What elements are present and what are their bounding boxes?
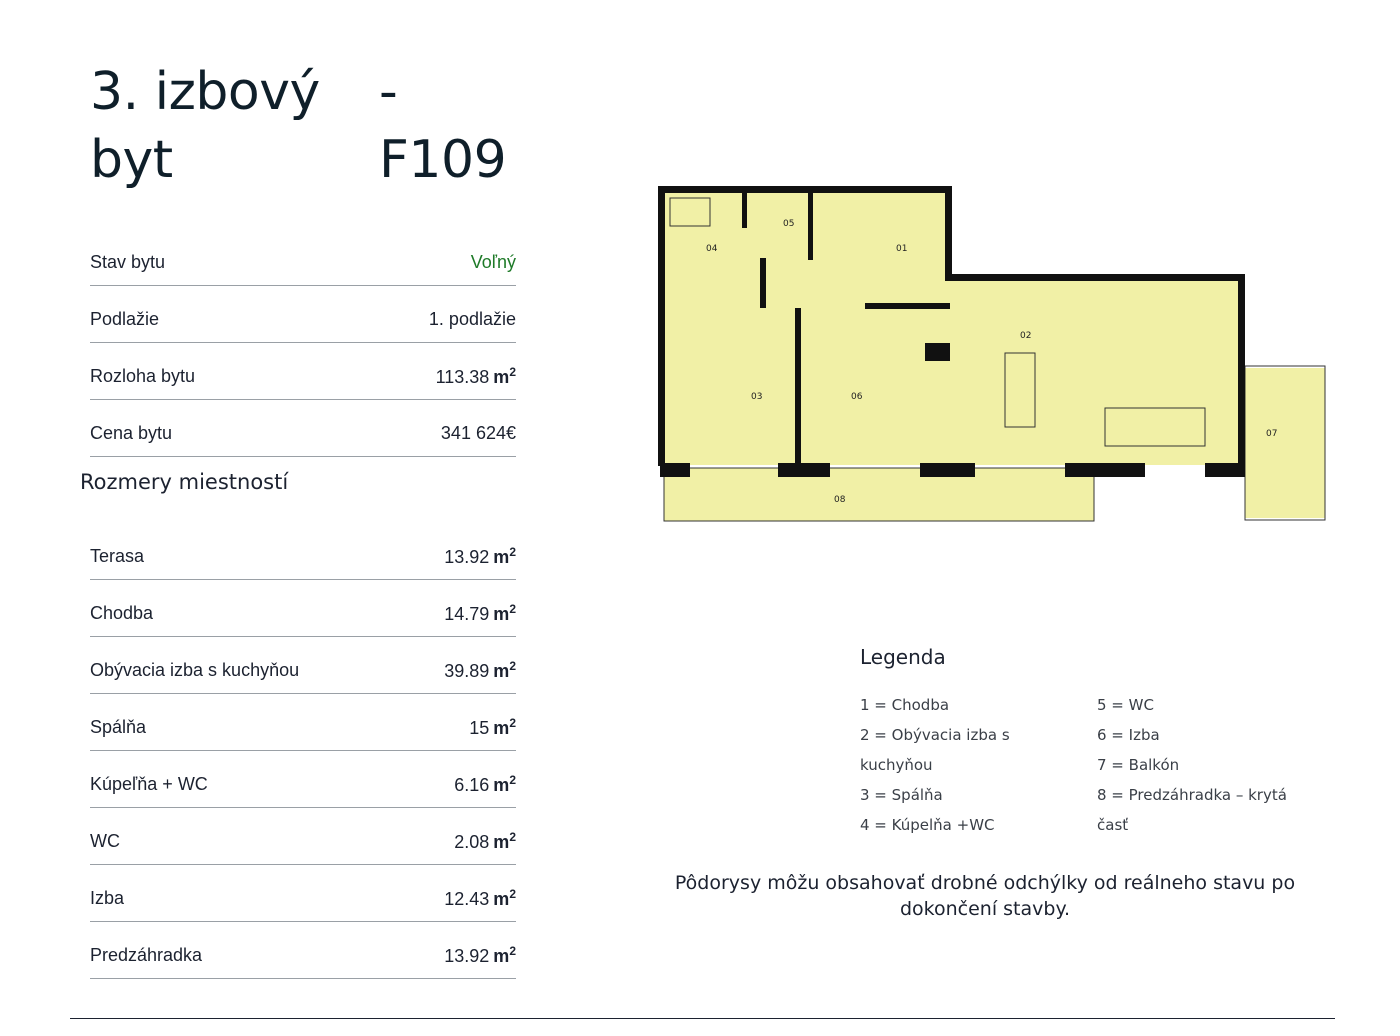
- legend-item: 2 = Obývacia izba s: [860, 726, 1010, 744]
- room-value: 13.92: [444, 946, 490, 966]
- legend-item: kuchyňou: [860, 756, 933, 774]
- room-label: WC: [90, 831, 120, 851]
- room-label: Kúpeľňa + WC: [90, 774, 208, 794]
- page-title: 3. izbový - byt F109: [90, 58, 530, 194]
- room-value: 6.16: [454, 775, 490, 795]
- room-label: Terasa: [90, 546, 145, 566]
- plan-label-08: 08: [834, 495, 846, 505]
- title-dash: -: [379, 62, 398, 122]
- area-unit: m2: [493, 545, 516, 567]
- plan-label-06: 06: [851, 392, 863, 402]
- legend-item: 1 = Chodba: [860, 696, 950, 714]
- legend-title: Legenda: [860, 645, 946, 669]
- legend-item: 7 = Balkón: [1097, 756, 1180, 774]
- info-value: 1. podlažie: [428, 309, 516, 329]
- disclaimer-note: Pôdorysy môžu obsahovať drobné odchýlky …: [674, 872, 1296, 920]
- room-value: 12.43: [444, 889, 490, 909]
- legend-item: 5 = WC: [1097, 696, 1154, 714]
- room-value: 15: [469, 718, 490, 738]
- legend-item: 6 = Izba: [1097, 726, 1160, 744]
- info-label: Rozloha bytu: [90, 366, 196, 386]
- room-label: Chodba: [90, 603, 154, 623]
- plan-label-05: 05: [783, 219, 794, 229]
- area-unit: m2: [493, 365, 516, 387]
- area-unit: m2: [493, 659, 516, 681]
- legend-item: 4 = Kúpelňa +WC: [860, 816, 995, 834]
- status-value: Voľný: [470, 252, 516, 272]
- title-byt: byt: [90, 130, 173, 190]
- legend: 1 = Chodba 2 = Obývacia izba s kuchyňou …: [860, 690, 1330, 840]
- area-unit: m2: [493, 944, 516, 966]
- area-unit: m2: [493, 716, 516, 738]
- room-label: Spálňa: [90, 717, 147, 737]
- info-label: Stav bytu: [90, 252, 166, 272]
- area-unit: m2: [493, 602, 516, 624]
- apartment-info-table: Stav bytu Voľný Podlažie 1. podlažie Roz…: [90, 230, 516, 458]
- info-label: Podlažie: [90, 309, 160, 329]
- area-unit: m2: [493, 773, 516, 795]
- info-value: 113.38: [435, 367, 490, 387]
- info-label: Cena bytu: [90, 423, 173, 443]
- plan-label-04: 04: [706, 244, 718, 254]
- info-row-status: Stav bytu Voľný: [90, 230, 516, 286]
- info-row-floor: Podlažie 1. podlažie: [90, 287, 516, 343]
- legend-column: 5 = WC 6 = Izba 7 = Balkón 8 = Predzáhra…: [1097, 690, 1327, 840]
- room-value: 2.08: [454, 832, 490, 852]
- room-label: Izba: [90, 888, 125, 908]
- legend-item: 3 = Spálňa: [860, 786, 943, 804]
- title-apartment-type: 3. izbový: [90, 62, 320, 122]
- title-unit-code: F109: [379, 130, 507, 190]
- legend-column: 1 = Chodba 2 = Obývacia izba s kuchyňou …: [860, 690, 1097, 840]
- plan-label-01: 01: [896, 244, 907, 254]
- room-label: Predzáhradka: [90, 945, 203, 965]
- legend-item: časť: [1097, 816, 1129, 834]
- plan-label-02: 02: [1020, 331, 1031, 341]
- area-unit: m2: [493, 830, 516, 852]
- divider: [70, 1018, 1335, 1019]
- plan-label-07: 07: [1266, 429, 1277, 439]
- room-value: 14.79: [444, 604, 490, 624]
- room-value: 39.89: [444, 661, 490, 681]
- floor-plan: 01 02 03 04 05 06 07 08: [658, 186, 1326, 522]
- legend-item: 8 = Predzáhradka – krytá: [1097, 786, 1287, 804]
- plan-label-03: 03: [751, 392, 762, 402]
- info-row-price: Cena bytu 341 624€: [90, 401, 516, 457]
- room-value: 13.92: [444, 547, 490, 567]
- price-value: 341 624€: [440, 423, 516, 443]
- area-unit: m2: [493, 887, 516, 909]
- rooms-heading: Rozmery miestností: [80, 470, 289, 494]
- room-label: Obývacia izba s kuchyňou: [90, 660, 300, 680]
